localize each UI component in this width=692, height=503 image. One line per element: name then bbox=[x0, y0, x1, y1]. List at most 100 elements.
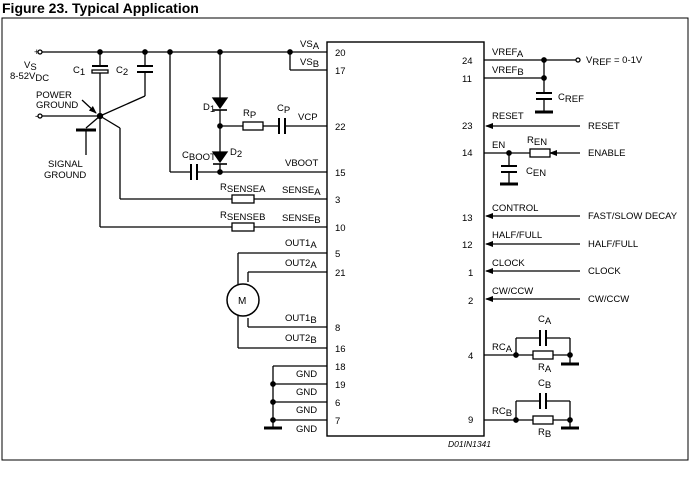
clock-input: CLOCK bbox=[485, 266, 621, 277]
pin-label-vsb: VSB bbox=[300, 57, 319, 70]
pin-num-23: 23 bbox=[462, 121, 473, 132]
rsensea-resistor bbox=[231, 194, 255, 204]
pin-num-17: 17 bbox=[335, 66, 346, 77]
vref-terminal bbox=[575, 57, 581, 63]
halffull-input-label: HALF/FULL bbox=[588, 239, 638, 250]
ic-body bbox=[326, 41, 485, 437]
pin-label-out2a: OUT2A bbox=[285, 258, 317, 271]
c2-label: C2 bbox=[116, 65, 128, 78]
vref-range-label: VREF = 0-1V bbox=[586, 55, 643, 68]
motor-label: M bbox=[238, 296, 246, 307]
pin-label-vrefb: VREFB bbox=[492, 65, 524, 78]
cwccw-input: CW/CCW bbox=[485, 294, 629, 305]
rsensea-label: RSENSEA bbox=[220, 182, 266, 195]
pin-label-senseb: SENSEB bbox=[282, 213, 321, 226]
diagram-code: D01IN1341 bbox=[448, 439, 491, 449]
enable-input: REN CEN ENABLE bbox=[484, 135, 626, 186]
pin-num-24: 24 bbox=[462, 56, 473, 67]
pin-label-out1b: OUT1B bbox=[285, 313, 317, 326]
vref-section: CREF VREF = 0-1V bbox=[484, 55, 643, 114]
vs-range: 8-52VDC bbox=[10, 71, 49, 84]
pin-num-10: 10 bbox=[335, 223, 346, 234]
signal-ground-line2: GROUND bbox=[44, 170, 86, 181]
right-pin-numbers: 24 11 23 14 13 12 1 2 4 9 bbox=[462, 56, 473, 426]
left-pin-labels: VSA VSB VCP VBOOT SENSEA SENSEB OUT1A OU… bbox=[282, 39, 321, 346]
rp-resistor bbox=[242, 121, 264, 131]
rb-resistor bbox=[532, 415, 554, 425]
power-ground-line1: POWER bbox=[36, 90, 72, 101]
rcb-network: CB RB bbox=[484, 378, 579, 440]
pin-num-7: 7 bbox=[335, 416, 340, 427]
rsenseb-label: RSENSEB bbox=[220, 210, 265, 223]
pin-num-2: 2 bbox=[468, 296, 473, 307]
d1-label: D1 bbox=[203, 102, 215, 115]
pin-num-15: 15 bbox=[335, 168, 346, 179]
pin-num-1: 1 bbox=[468, 268, 473, 279]
rp-label: RP bbox=[243, 108, 256, 121]
ra-resistor bbox=[532, 350, 554, 360]
pin-label-sensea: SENSEA bbox=[282, 185, 321, 198]
pin-label-en: EN bbox=[492, 140, 505, 151]
pin-label-vboot: VBOOT bbox=[285, 158, 318, 169]
pin-num-19: 19 bbox=[335, 380, 346, 391]
ground-pins: GND GND GND GND bbox=[264, 365, 327, 435]
sense-resistors: RSENSEA RSENSEB bbox=[100, 182, 327, 232]
pin-num-9: 9 bbox=[468, 415, 473, 426]
pin-num-8: 8 bbox=[335, 323, 340, 334]
pin-num-18: 18 bbox=[335, 362, 346, 373]
motor-section: M bbox=[226, 252, 327, 349]
reset-input: RESET bbox=[485, 121, 620, 132]
cwccw-input-label: CW/CCW bbox=[588, 294, 629, 305]
pin-num-5: 5 bbox=[335, 249, 340, 260]
ground-terminal bbox=[37, 113, 43, 119]
pin-label-cwccw: CW/CCW bbox=[492, 286, 533, 297]
pin-num-3: 3 bbox=[335, 195, 340, 206]
supply-section: + - VS 8-52VDC POWER GROUND SIGNAL GROUN… bbox=[10, 47, 327, 227]
left-pin-numbers: 20 17 22 15 3 10 5 21 8 16 18 19 6 7 bbox=[335, 48, 346, 427]
pin-label-out2b: OUT2B bbox=[285, 333, 317, 346]
ra-label: RA bbox=[538, 362, 552, 375]
pin-label-out1a: OUT1A bbox=[285, 238, 317, 251]
pin-label-vsa: VSA bbox=[300, 39, 320, 52]
pin-label-vcp: VCP bbox=[298, 112, 318, 123]
rsenseb-resistor bbox=[231, 222, 255, 232]
figure-title: Figure 23. Typical Application bbox=[2, 0, 199, 16]
enable-input-label: ENABLE bbox=[588, 148, 626, 159]
pin-label-reset: RESET bbox=[492, 111, 524, 122]
pin-label-halffull: HALF/FULL bbox=[492, 230, 542, 241]
figure-frame bbox=[1, 17, 689, 461]
gnd-label-3: GND bbox=[296, 405, 317, 416]
control-input: FAST/SLOW DECAY bbox=[485, 211, 678, 222]
pin-num-22: 22 bbox=[335, 122, 346, 133]
cen-label: CEN bbox=[526, 166, 546, 179]
vs-label: VS bbox=[24, 60, 37, 73]
stepper-motor bbox=[226, 283, 260, 317]
pin-label-clock: CLOCK bbox=[492, 258, 525, 269]
cboot-label: CBOOT bbox=[182, 150, 216, 163]
ca-label: CA bbox=[538, 314, 552, 327]
c1-plate-bottom bbox=[91, 69, 109, 74]
signal-ground-line1: SIGNAL bbox=[48, 159, 83, 170]
pin-label-control: CONTROL bbox=[492, 203, 538, 214]
rb-label: RB bbox=[538, 427, 551, 440]
pin-num-6: 6 bbox=[335, 398, 340, 409]
d1-diode bbox=[211, 97, 229, 110]
power-ground-line2: GROUND bbox=[36, 100, 78, 111]
cb-label: CB bbox=[538, 378, 551, 391]
pin-num-13: 13 bbox=[462, 213, 473, 224]
pin-num-11: 11 bbox=[462, 74, 472, 85]
pin-label-rcb: RCB bbox=[492, 406, 512, 419]
pin-num-14: 14 bbox=[462, 148, 473, 159]
d2-label: D2 bbox=[230, 147, 242, 160]
rca-network: CA RA bbox=[484, 314, 579, 375]
supply-plus: + bbox=[34, 47, 40, 58]
clock-input-label: CLOCK bbox=[588, 266, 621, 277]
gnd-label-2: GND bbox=[296, 387, 317, 398]
vs-connections bbox=[167, 49, 327, 173]
right-pin-labels: VREFA VREFB RESET EN CONTROL HALF/FULL C… bbox=[492, 47, 542, 419]
supply-minus: - bbox=[35, 111, 38, 122]
reset-input-label: RESET bbox=[588, 121, 620, 132]
pin-num-21: 21 bbox=[335, 268, 346, 279]
ren-resistor bbox=[529, 148, 551, 158]
